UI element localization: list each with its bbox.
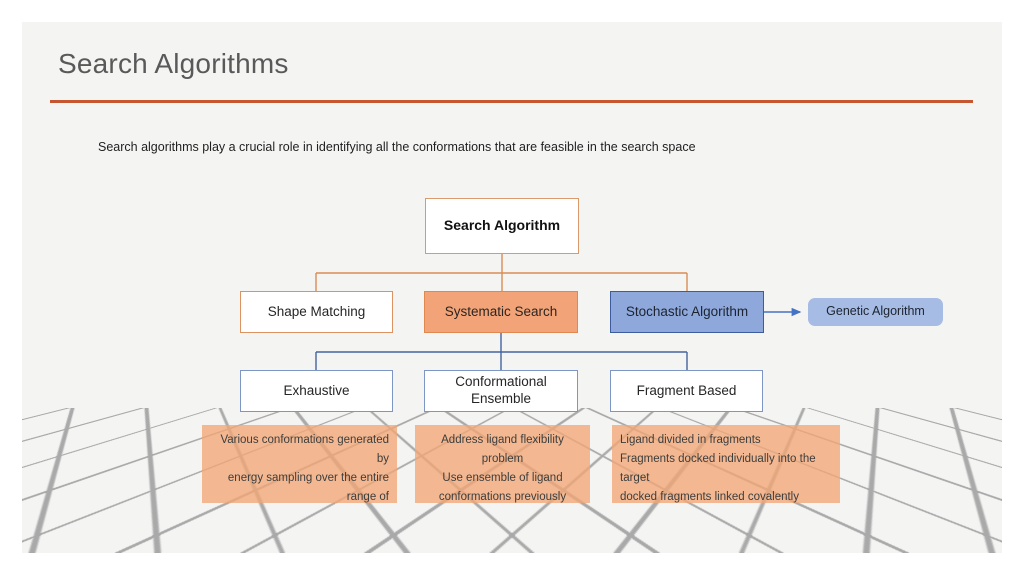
flow-box-systematic-search: Systematic Search — [424, 291, 578, 333]
note-line: Ligand divided in fragments — [620, 434, 761, 446]
slide-canvas: Search Algorithms Search algorithms play… — [22, 22, 1002, 553]
orange-connectors — [315, 254, 688, 291]
note-line: energy sampling over the entire range of — [227, 472, 389, 503]
note-conformational-ensemble: Address ligand flexibility problem Use e… — [415, 425, 590, 503]
connector-lines-svg — [315, 254, 802, 370]
slide-subtitle: Search algorithms play a crucial role in… — [98, 140, 696, 154]
flow-box-label: Genetic Algorithm — [826, 304, 925, 319]
note-line: Use ensemble of ligand — [442, 472, 563, 484]
flow-box-label: Fragment Based — [636, 382, 737, 398]
flow-box-label: Systematic Search — [444, 303, 558, 319]
note-line: Address ligand flexibility problem — [441, 434, 564, 465]
flow-box-search-algorithm: Search Algorithm — [425, 198, 579, 254]
title-underline — [50, 100, 973, 103]
flow-box-exhaustive: Exhaustive — [240, 370, 393, 412]
note-exhaustive: Various conformations generated by energ… — [202, 425, 397, 503]
flow-box-label: Conformational Ensemble — [455, 374, 547, 406]
flow-box-label: Exhaustive — [283, 382, 350, 398]
flow-box-stochastic-algorithm: Stochastic Algorithm — [610, 291, 764, 333]
page-title: Search Algorithms — [58, 48, 289, 79]
flow-box-label: Search Algorithm — [443, 217, 561, 234]
note-line: docked fragments linked covalently — [620, 491, 799, 503]
flow-box-label: Stochastic Algorithm — [625, 303, 749, 319]
flow-box-fragment-based: Fragment Based — [610, 370, 763, 412]
flow-box-genetic-algorithm: Genetic Algorithm — [808, 298, 943, 326]
note-line: Fragments docked individually into the t… — [620, 453, 816, 484]
flow-box-label: Shape Matching — [267, 303, 366, 319]
flow-box-shape-matching: Shape Matching — [240, 291, 393, 333]
blue-connectors — [315, 333, 688, 370]
flow-box-conformational-ensemble: Conformational Ensemble — [424, 370, 578, 412]
note-fragment-based: Ligand divided in fragments Fragments do… — [612, 425, 840, 503]
note-line: conformations previously generated — [438, 491, 567, 503]
note-line: Various conformations generated by — [220, 434, 389, 465]
